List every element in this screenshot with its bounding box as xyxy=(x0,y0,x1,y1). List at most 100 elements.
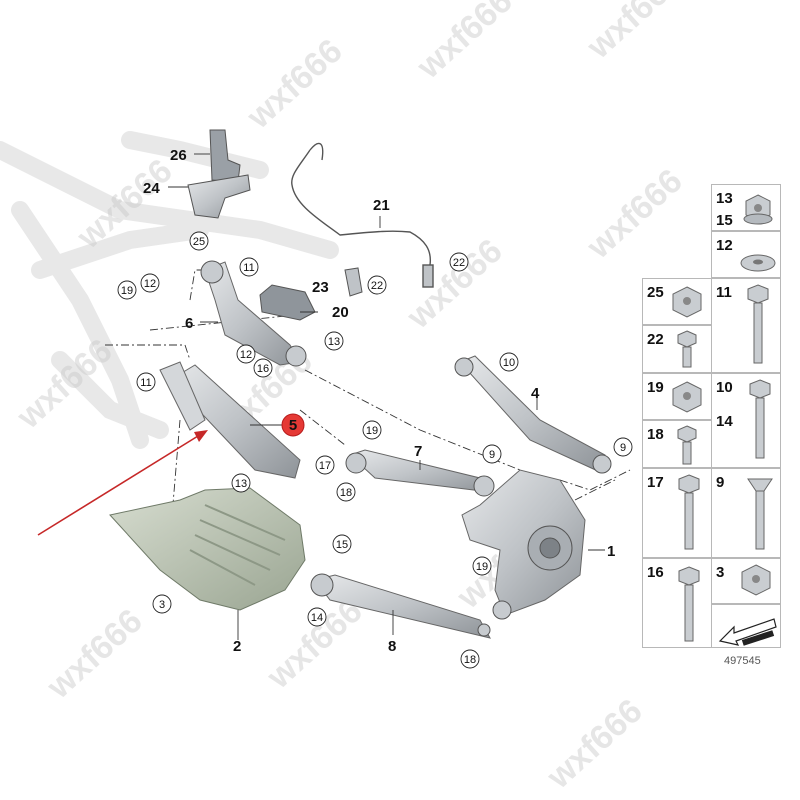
label-23: 23 xyxy=(312,279,329,296)
washer-icon xyxy=(740,254,776,272)
lower-link-part-8 xyxy=(310,573,491,639)
svg-text:9: 9 xyxy=(489,449,495,461)
callout-18b: 18 xyxy=(460,649,480,669)
callout-10: 10 xyxy=(499,352,519,372)
tile-19: 19 xyxy=(642,373,712,420)
callout-5-highlight[interactable]: 5 xyxy=(281,413,305,437)
svg-text:3: 3 xyxy=(159,599,165,611)
label-21: 21 xyxy=(373,197,390,214)
callouts: 25 19 12 11 22 22 13 12 16 11 10 19 9 9 … xyxy=(117,231,633,669)
tile-num: 11 xyxy=(716,284,732,301)
callout-11b: 11 xyxy=(136,372,156,392)
label-5: 5 xyxy=(289,417,297,434)
callout-9: 9 xyxy=(482,444,502,464)
callout-13a: 13 xyxy=(324,331,344,351)
callout-19b: 19 xyxy=(362,420,382,440)
tile-direction xyxy=(711,604,781,648)
bracket-part-20-23 xyxy=(259,267,363,321)
label-4: 4 xyxy=(531,385,540,402)
pointer-arrow xyxy=(37,430,208,536)
long-bolt-icon xyxy=(747,478,773,550)
direction-arrow-icon xyxy=(718,618,777,646)
label-1: 1 xyxy=(607,543,615,560)
tile-num: 9 xyxy=(716,474,725,491)
callout-11a: 11 xyxy=(239,257,259,277)
svg-text:12: 12 xyxy=(144,278,156,290)
tile-18: 18 xyxy=(642,420,712,468)
part-labels: 26 24 21 23 20 6 4 7 1 2 8 xyxy=(143,147,615,655)
toe-link-part-4 xyxy=(454,355,612,474)
svg-text:13: 13 xyxy=(235,478,247,490)
flange-nut-icon xyxy=(743,194,773,225)
svg-text:11: 11 xyxy=(140,377,151,389)
svg-text:19: 19 xyxy=(121,285,133,297)
callout-17: 17 xyxy=(315,455,335,475)
svg-text:22: 22 xyxy=(453,257,465,269)
speed-sensor-part-21 xyxy=(291,142,434,288)
hex-nut-icon xyxy=(741,564,771,596)
tile-17: 17 xyxy=(642,468,712,558)
callout-13b: 13 xyxy=(231,473,251,493)
long-bolt-icon xyxy=(678,566,700,642)
label-7: 7 xyxy=(414,443,422,460)
callout-18a: 18 xyxy=(336,482,356,502)
callout-9b: 9 xyxy=(613,437,633,457)
tile-num: 16 xyxy=(647,564,664,581)
label-24: 24 xyxy=(143,180,160,197)
svg-text:19: 19 xyxy=(476,561,488,573)
svg-text:wxf666: wxf666 xyxy=(259,592,369,697)
svg-text:wxf666: wxf666 xyxy=(399,232,509,337)
bracket-part-24-26 xyxy=(168,129,251,219)
tile-num2: 15 xyxy=(716,212,733,229)
tile-num: 3 xyxy=(716,564,725,581)
tile-num: 19 xyxy=(647,379,664,396)
tile-num: 17 xyxy=(647,474,664,491)
svg-text:17: 17 xyxy=(319,460,331,472)
tile-num: 13 xyxy=(716,190,733,207)
tile-13-15: 13 15 xyxy=(711,184,781,231)
svg-text:18: 18 xyxy=(464,654,476,666)
tile-9: 9 xyxy=(711,468,781,558)
long-bolt-icon xyxy=(749,379,771,459)
hex-nut-icon xyxy=(672,381,702,413)
svg-text:wxf666: wxf666 xyxy=(409,0,519,87)
tile-num: 22 xyxy=(647,331,664,348)
svg-text:wxf666: wxf666 xyxy=(539,692,649,797)
svg-text:wxf666: wxf666 xyxy=(39,602,149,707)
tile-num2: 14 xyxy=(716,413,733,430)
image-id: 497545 xyxy=(724,655,761,667)
callout-12a: 12 xyxy=(140,273,160,293)
tile-3: 3 xyxy=(711,558,781,604)
svg-text:16: 16 xyxy=(257,363,269,375)
trailing-arm-part-5 xyxy=(159,361,301,479)
svg-text:wxf666: wxf666 xyxy=(9,332,119,437)
tile-16: 16 xyxy=(642,558,712,648)
callout-16: 16 xyxy=(253,358,273,378)
svg-text:25: 25 xyxy=(193,236,205,248)
label-2: 2 xyxy=(233,638,241,655)
svg-text:14: 14 xyxy=(311,612,323,624)
long-bolt-icon xyxy=(747,284,769,364)
callout-12b: 12 xyxy=(236,344,256,364)
label-8: 8 xyxy=(388,638,396,655)
upper-arm-part-6 xyxy=(200,260,307,367)
tile-num: 18 xyxy=(647,426,664,443)
short-bolt-icon xyxy=(677,425,697,465)
subframe-ghost xyxy=(0,131,339,449)
callout-14: 14 xyxy=(307,607,327,627)
svg-text:11: 11 xyxy=(243,262,254,274)
callout-15: 15 xyxy=(332,534,352,554)
tile-22: 22 xyxy=(642,325,712,373)
tile-10-14: 10 14 xyxy=(711,373,781,468)
long-bolt-icon xyxy=(678,474,700,550)
tile-25: 25 xyxy=(642,278,712,325)
callout-22a: 22 xyxy=(367,275,387,295)
tile-num: 25 xyxy=(647,284,664,301)
svg-text:22: 22 xyxy=(371,280,383,292)
svg-text:19: 19 xyxy=(366,425,378,437)
svg-text:wxf666: wxf666 xyxy=(579,0,689,67)
control-link-part-7 xyxy=(345,449,495,497)
tile-11: 11 xyxy=(711,278,781,373)
tile-num: 10 xyxy=(716,379,733,396)
